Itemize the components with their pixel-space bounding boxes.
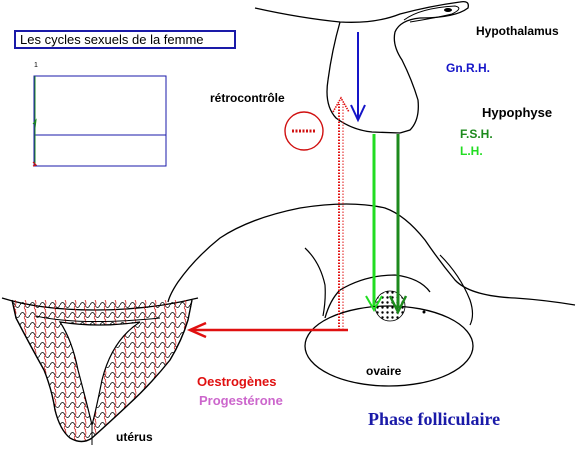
hypophyse-outline [326, 21, 401, 134]
retrocontrol-inhibition-icon [284, 111, 324, 151]
phase-label: Phase folliculaire [368, 409, 501, 429]
mini-cycle-chart [32, 75, 167, 167]
diagram-title: Les cycles sexuels de la femme [14, 30, 236, 49]
retrocontrole-arrow [332, 96, 350, 330]
gnrh-arrow [350, 32, 366, 123]
uterus-label: utérus [116, 430, 153, 444]
mini-chart-tick-label: 1 [34, 62, 38, 69]
hypothalamus-label: Hypothalamus [476, 24, 559, 38]
uterus-shape [1, 297, 199, 445]
body-outline [167, 203, 576, 306]
retrocontrole-label: rétrocontrôle [210, 91, 285, 105]
fsh-label: F.S.H. [460, 127, 493, 141]
lh-label: L.H. [460, 144, 483, 158]
progesterone-label: Progestérone [199, 393, 283, 408]
ovaire-label: ovaire [366, 364, 402, 378]
hypothalamus-outline [254, 0, 469, 134]
oestrogenes-arrow [186, 321, 348, 339]
oestrogenes-label: Oestrogènes [197, 374, 277, 389]
gnrh-label: Gn.R.H. [446, 61, 490, 75]
fsh-arrow [388, 134, 408, 315]
hypophyse-label: Hypophyse [482, 105, 553, 120]
lh-arrow [365, 134, 383, 313]
